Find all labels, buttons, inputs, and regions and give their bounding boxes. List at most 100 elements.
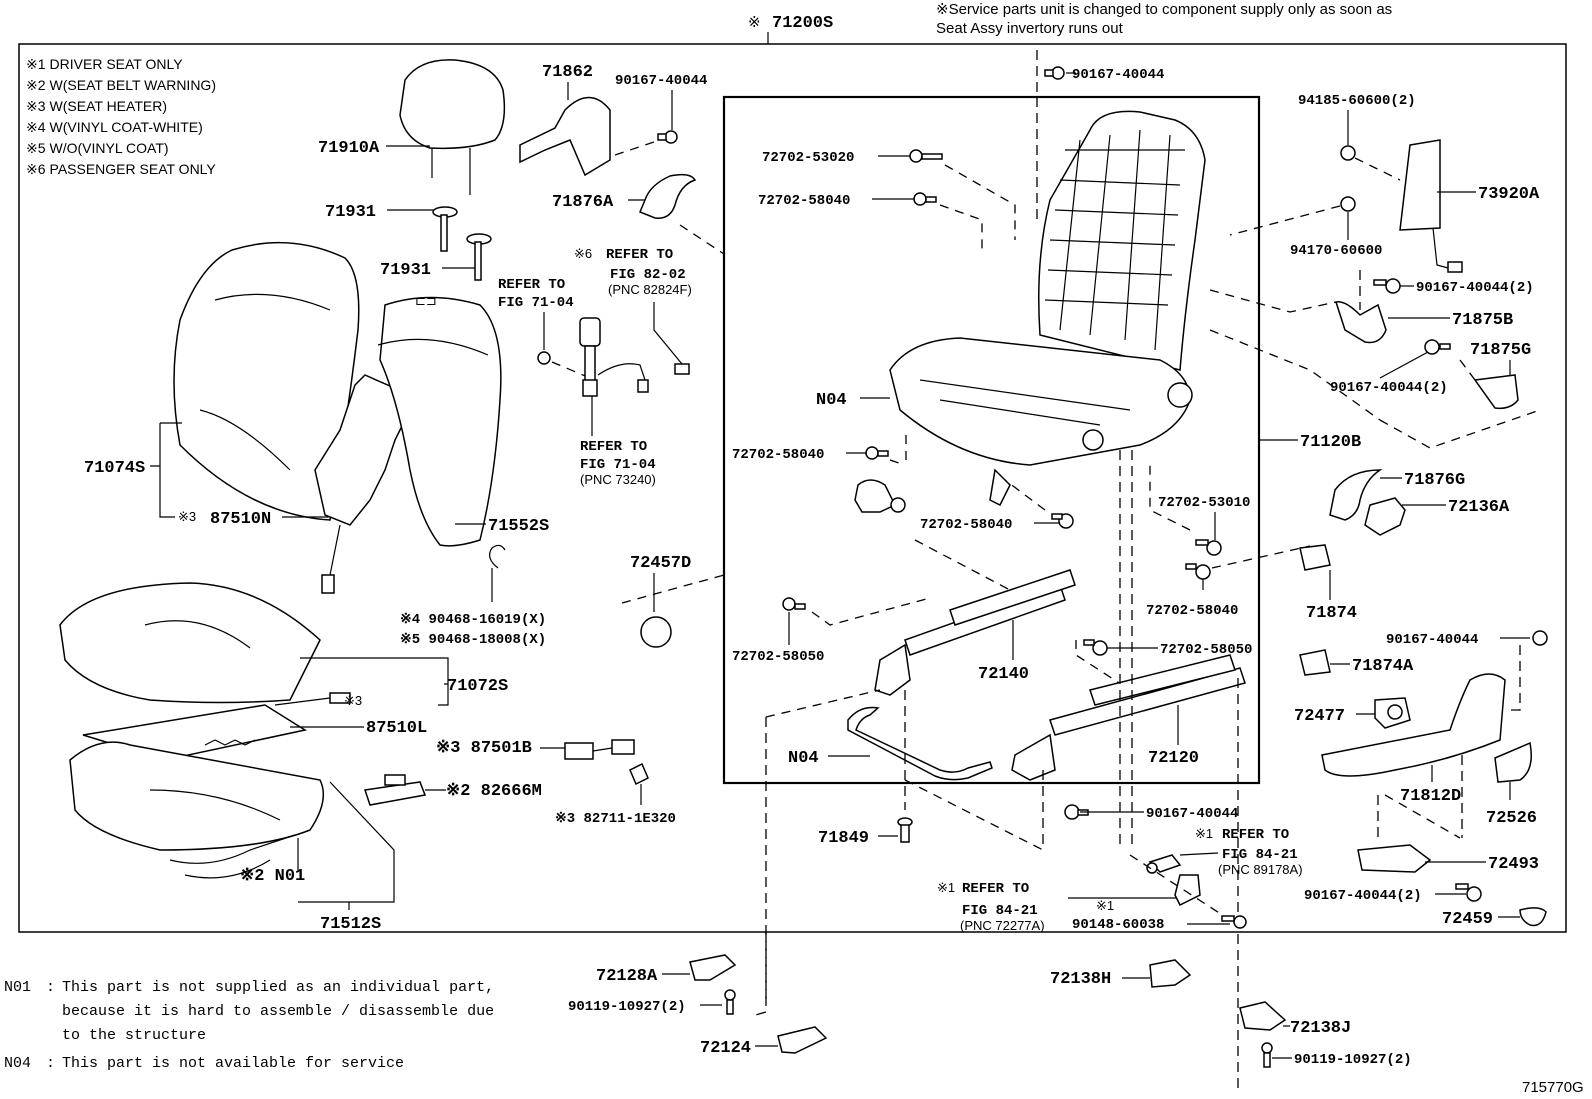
part-72702-58040-c[interactable]: 72702-58040 xyxy=(920,517,1012,533)
reference-fig-82-02[interactable]: ※6 REFER TO FIG 82-02 (PNC 82824F) xyxy=(574,246,692,297)
hinge-bracket-illustration[interactable] xyxy=(1364,497,1406,536)
part-71120B[interactable]: 71120B xyxy=(1300,433,1361,452)
knob-illustration[interactable] xyxy=(1519,907,1547,927)
hinge-cover-illustration[interactable] xyxy=(1473,374,1519,410)
slide-cover-illustration[interactable] xyxy=(1149,959,1192,988)
part-72702-53020[interactable]: 72702-53020 xyxy=(762,150,854,166)
slide-cover-illustration[interactable] xyxy=(689,954,737,981)
part-71862[interactable]: 71862 xyxy=(542,63,593,82)
part-72493[interactable]: 72493 xyxy=(1488,855,1539,874)
part-71849[interactable]: 71849 xyxy=(818,829,869,848)
headrest-support-illustration[interactable] xyxy=(432,206,492,281)
part-71875B[interactable]: 71875B xyxy=(1452,311,1513,330)
part-71876G[interactable]: 71876G xyxy=(1404,471,1465,490)
belt-guide-illustration[interactable] xyxy=(519,96,611,177)
bolt-icon[interactable] xyxy=(1185,563,1211,580)
slide-cover-illustration[interactable] xyxy=(777,1026,828,1054)
bolt-icon[interactable] xyxy=(1532,630,1548,646)
part-72120[interactable]: 72120 xyxy=(1148,749,1199,768)
hinge-cover-illustration[interactable] xyxy=(1335,301,1387,344)
part-90119-10927-a[interactable]: 90119-10927(2) xyxy=(568,999,686,1015)
side-cover-illustration[interactable] xyxy=(1494,741,1532,783)
seat-frame-illustration[interactable] xyxy=(889,110,1206,507)
hinge-cover-illustration[interactable] xyxy=(639,173,697,219)
part-72526[interactable]: 72526 xyxy=(1486,809,1537,828)
screw-icon[interactable] xyxy=(1261,1042,1273,1068)
part-94185-60600[interactable]: 94185-60600(2) xyxy=(1298,93,1416,109)
hinge-cover-illustration[interactable] xyxy=(1329,469,1383,521)
reference-fig-84-21-a[interactable]: ※1 REFER TO FIG 84-21 (PNC 89178A) xyxy=(1195,826,1303,877)
bracket-illustration[interactable] xyxy=(1299,544,1331,571)
part-90167-40044-r[interactable]: 90167-40044 xyxy=(1386,632,1478,648)
bolt-icon[interactable] xyxy=(1051,513,1074,529)
part-90148-60038[interactable]: 90148-60038 xyxy=(1072,917,1164,933)
seat-cushion-pad-illustration[interactable] xyxy=(69,741,325,851)
part-71931-a[interactable]: 71931 xyxy=(325,203,376,222)
bolt-icon[interactable] xyxy=(657,130,678,144)
part-71910A[interactable]: 71910A xyxy=(318,139,380,158)
part-71812D[interactable]: 71812D xyxy=(1400,787,1461,806)
part-71072S[interactable]: 71072S xyxy=(447,677,508,696)
reference-fig-84-21-b[interactable]: ※1 REFER TO FIG 84-21 (PNC 72277A) xyxy=(937,880,1045,933)
grommet-icon[interactable] xyxy=(537,351,551,365)
towel-bar-illustration[interactable] xyxy=(847,706,993,781)
part-90167-40044-2a[interactable]: 90167-40044(2) xyxy=(1416,280,1534,296)
seat-belt-sensor-illustration[interactable] xyxy=(1146,854,1182,874)
bolt-icon[interactable] xyxy=(1195,539,1222,556)
part-87501B[interactable]: ※3 87501B xyxy=(436,739,532,758)
part-N04-a[interactable]: N04 xyxy=(816,391,847,410)
seat-belt-buckle-illustration[interactable] xyxy=(579,317,649,397)
bolt-icon[interactable] xyxy=(1424,339,1451,355)
part-71552S[interactable]: 71552S xyxy=(488,517,549,536)
part-90468-18008[interactable]: ※5 90468-18008(X) xyxy=(400,632,546,648)
part-82666M[interactable]: ※2 82666M xyxy=(446,782,542,801)
part-71874[interactable]: 71874 xyxy=(1306,604,1357,623)
part-71512S[interactable]: 71512S xyxy=(320,915,381,934)
part-72477[interactable]: 72477 xyxy=(1294,707,1345,726)
screw-icon[interactable] xyxy=(724,989,736,1015)
part-72457D[interactable]: 72457D xyxy=(630,554,691,573)
part-N04-b[interactable]: N04 xyxy=(788,749,819,768)
part-87510L[interactable]: 87510L xyxy=(366,719,427,738)
side-airbag-illustration[interactable] xyxy=(1399,139,1463,273)
part-72138J[interactable]: 72138J xyxy=(1290,1019,1351,1038)
occupant-sensor-illustration[interactable] xyxy=(364,774,427,806)
part-94170-60600[interactable]: 94170-60600 xyxy=(1290,243,1382,259)
part-72124[interactable]: 72124 xyxy=(700,1039,751,1058)
switch-cover-illustration[interactable] xyxy=(1357,844,1432,873)
part-90167-40044-a[interactable]: 90167-40044 xyxy=(615,73,707,89)
bolt-icon[interactable] xyxy=(913,192,937,206)
part-72702-58040-a[interactable]: 72702-58040 xyxy=(758,193,850,209)
part-71876A[interactable]: 71876A xyxy=(552,193,614,212)
part-90167-40044-b[interactable]: 90167-40044 xyxy=(1146,806,1238,822)
part-72702-58040-d[interactable]: 72702-58040 xyxy=(1146,603,1238,619)
part-72459[interactable]: 72459 xyxy=(1442,910,1493,929)
part-71874A[interactable]: 71874A xyxy=(1352,657,1414,676)
part-90468-16019[interactable]: ※4 90468-16019(X) xyxy=(400,612,546,628)
part-72702-53010[interactable]: 72702-53010 xyxy=(1158,495,1250,511)
recliner-knob-illustration[interactable] xyxy=(640,616,672,648)
seat-heater-switch-illustration[interactable] xyxy=(629,762,649,805)
nut-icon[interactable] xyxy=(1340,145,1356,161)
part-72702-58050-a[interactable]: 72702-58050 xyxy=(732,649,824,665)
part-90167-40044-2b[interactable]: 90167-40044(2) xyxy=(1330,380,1448,396)
part-72128A[interactable]: 72128A xyxy=(596,967,658,986)
seat-belt-sensor-wire-illustration[interactable] xyxy=(169,834,296,879)
bolt-icon[interactable] xyxy=(1044,66,1065,80)
seat-track-left-illustration[interactable] xyxy=(874,569,1076,696)
part-N01[interactable]: ※2 N01 xyxy=(240,867,305,886)
part-87510N[interactable]: 87510N xyxy=(210,510,271,529)
recliner-bracket-illustration[interactable] xyxy=(854,479,906,513)
part-72702-58040-b[interactable]: 72702-58040 xyxy=(732,447,824,463)
reference-fig-71-04-b[interactable]: REFER TO FIG 71-04 (PNC 73240) xyxy=(580,439,656,487)
reference-fig-71-04-a[interactable]: REFER TO FIG 71-04 xyxy=(498,277,574,311)
part-71931-b[interactable]: 71931 xyxy=(380,261,431,280)
position-sensor-illustration[interactable] xyxy=(1174,874,1201,907)
pin-icon[interactable] xyxy=(897,817,913,843)
bracket-illustration[interactable] xyxy=(1299,649,1331,676)
part-90119-10927-b[interactable]: 90119-10927(2) xyxy=(1294,1052,1412,1068)
part-71074S[interactable]: 71074S xyxy=(84,459,145,478)
seatback-cover-illustration[interactable] xyxy=(173,241,360,521)
part-72138H[interactable]: 72138H xyxy=(1050,970,1111,989)
bolt-icon[interactable] xyxy=(909,149,943,163)
